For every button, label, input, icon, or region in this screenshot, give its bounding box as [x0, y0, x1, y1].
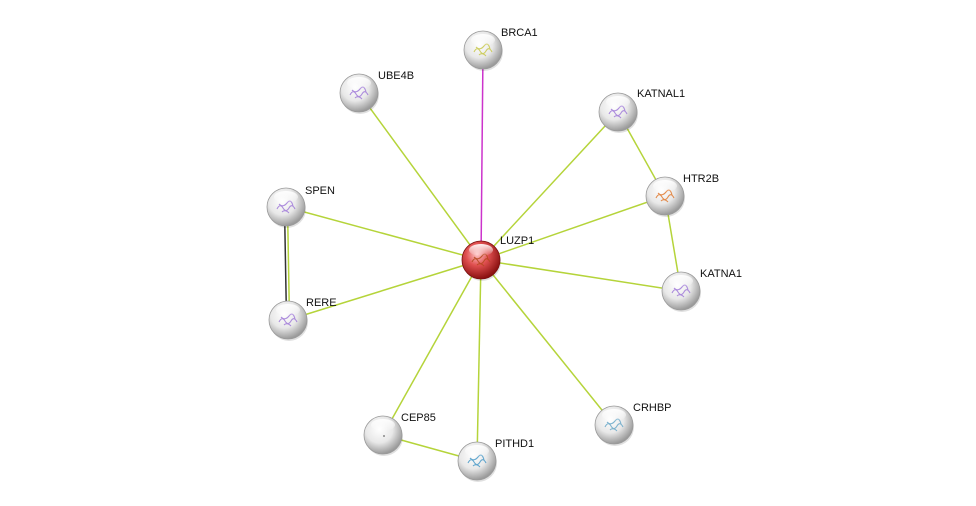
protein-structure-icon — [276, 200, 296, 214]
node-pithd1[interactable]: PITHD1 — [457, 438, 534, 482]
node-ube4b[interactable]: UBE4B — [339, 70, 414, 114]
edge-luzp1-pithd1[interactable] — [476, 259, 482, 462]
node-label-luzp1: LUZP1 — [500, 235, 534, 247]
protein-structure-icon — [671, 284, 691, 298]
protein-structure-icon — [655, 189, 675, 203]
edge-luzp1-brca1[interactable] — [480, 49, 484, 261]
node-label-katnal1: KATNAL1 — [637, 88, 685, 100]
protein-structure-icon — [471, 253, 491, 267]
node-highlight — [469, 244, 493, 256]
protein-structure-icon — [604, 418, 624, 432]
node-highlight — [602, 409, 626, 421]
node-htr2b[interactable]: HTR2B — [645, 173, 719, 217]
node-highlight — [465, 445, 489, 457]
node-cep85[interactable]: CEP85 — [363, 412, 436, 456]
protein-structure-icon — [349, 86, 369, 100]
edge-luzp1-spen[interactable] — [285, 206, 482, 261]
node-luzp1[interactable]: LUZP1 — [461, 235, 534, 281]
node-label-rere: RERE — [306, 297, 337, 309]
node-rere[interactable]: RERE — [268, 297, 337, 341]
empty-structure-icon — [383, 435, 385, 437]
edge-luzp1-ube4b[interactable] — [358, 92, 482, 261]
node-highlight — [371, 419, 395, 431]
node-label-htr2b: HTR2B — [683, 173, 719, 185]
protein-structure-icon — [278, 313, 298, 327]
protein-structure-icon — [608, 105, 628, 119]
node-katnal1[interactable]: KATNAL1 — [598, 88, 685, 133]
node-brca1[interactable]: BRCA1 — [463, 27, 538, 71]
edge-luzp1-cep85[interactable] — [382, 259, 482, 436]
node-highlight — [653, 180, 677, 192]
node-label-cep85: CEP85 — [401, 412, 436, 424]
node-highlight — [274, 191, 298, 203]
node-spen[interactable]: SPEN — [266, 185, 335, 228]
node-katna1[interactable]: KATNA1 — [661, 268, 742, 312]
node-label-brca1: BRCA1 — [501, 27, 538, 39]
edge-luzp1-katna1[interactable] — [480, 259, 682, 292]
edge-luzp1-rere[interactable] — [287, 259, 482, 321]
node-crhbp[interactable]: CRHBP — [594, 402, 672, 446]
node-highlight — [471, 34, 495, 46]
node-highlight — [669, 275, 693, 287]
node-highlight — [347, 77, 371, 89]
node-label-pithd1: PITHD1 — [495, 438, 534, 450]
protein-structure-icon — [473, 43, 493, 57]
node-highlight — [276, 304, 300, 316]
node-label-ube4b: UBE4B — [378, 70, 414, 82]
protein-structure-icon — [467, 454, 487, 468]
node-highlight — [606, 96, 630, 108]
node-label-crhbp: CRHBP — [633, 402, 672, 414]
edge-luzp1-katnal1[interactable] — [480, 111, 619, 261]
node-label-katna1: KATNA1 — [700, 268, 742, 280]
edge-luzp1-crhbp[interactable] — [480, 259, 615, 426]
edge-luzp1-htr2b[interactable] — [480, 195, 666, 261]
node-label-spen: SPEN — [305, 185, 335, 197]
